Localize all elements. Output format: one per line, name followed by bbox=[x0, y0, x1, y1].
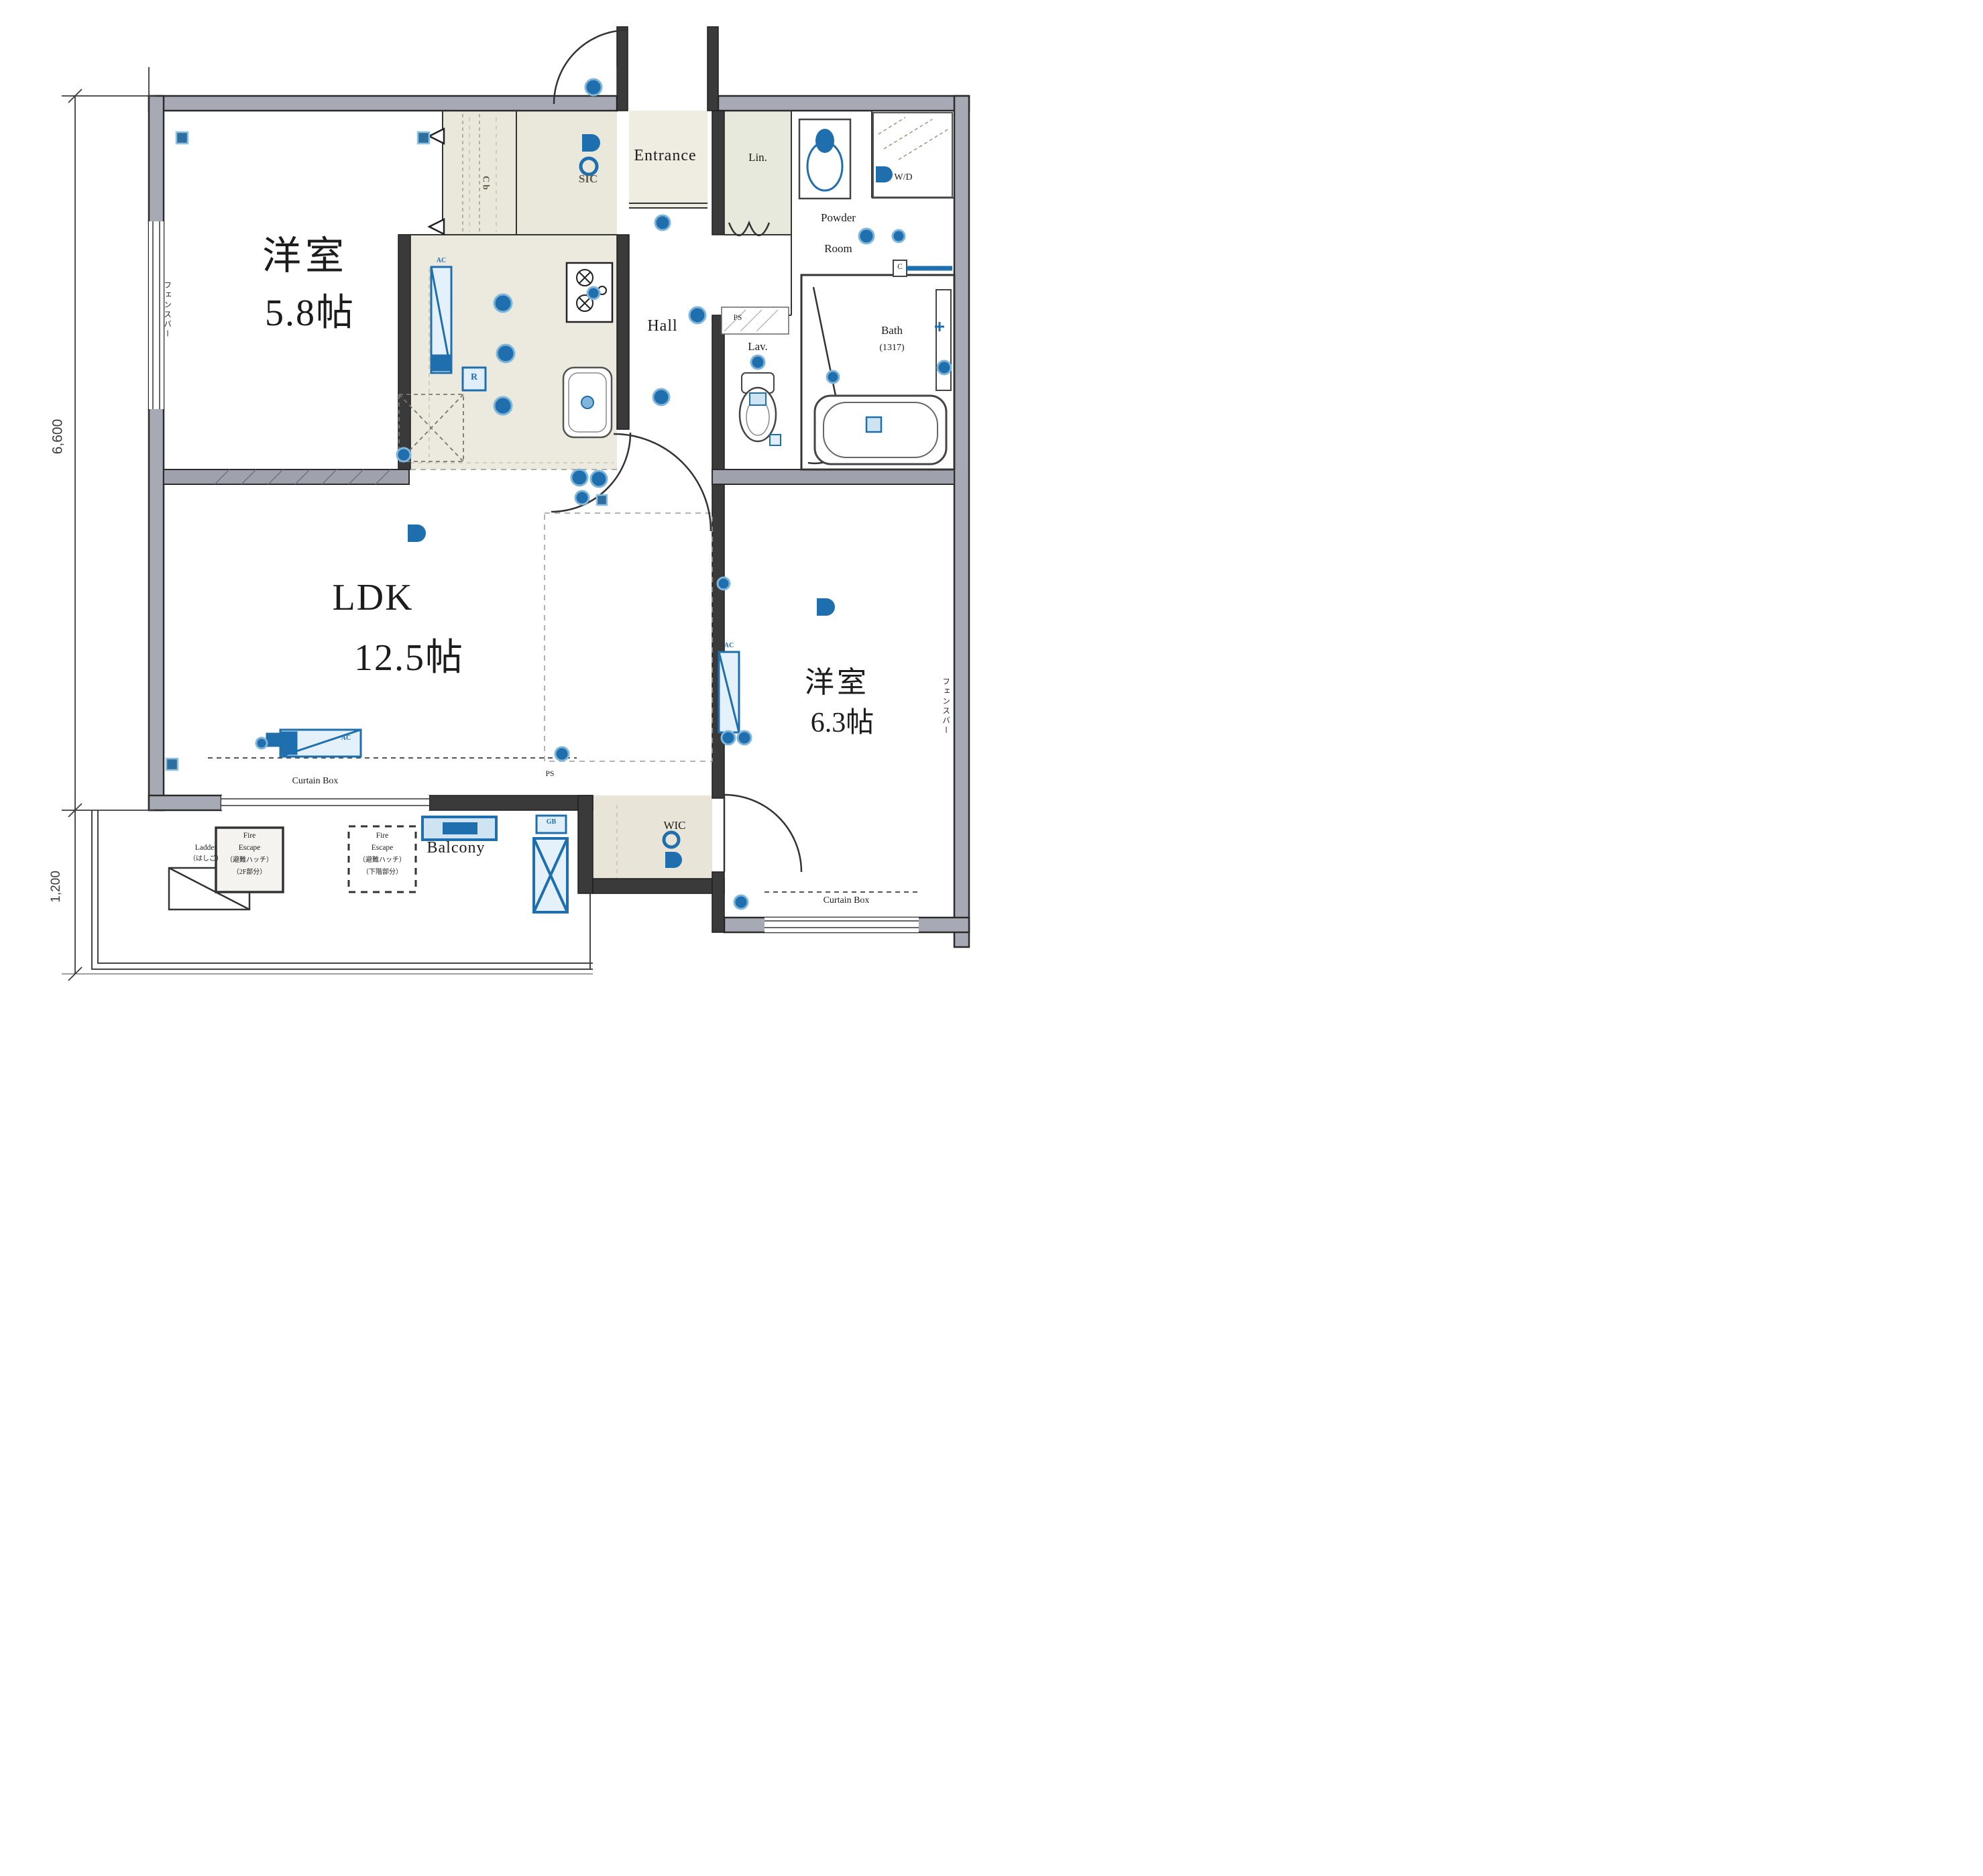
shutter-box-icons bbox=[165, 131, 608, 771]
ring-fixture-icons bbox=[579, 156, 681, 849]
dimension-main-label: 6,600 bbox=[50, 419, 66, 455]
fire-escape-1-label-1: Fire bbox=[243, 832, 256, 840]
windows bbox=[149, 221, 919, 932]
fire-escape-2-label-1: Fire bbox=[376, 832, 389, 840]
towel-hook-label: C bbox=[897, 263, 903, 271]
balcony-label: Balcony bbox=[427, 839, 486, 857]
hall-label: Hall bbox=[647, 317, 678, 335]
bathtub-fixture bbox=[813, 394, 948, 465]
refrigerator-outlet-box bbox=[461, 366, 487, 392]
wic-label: WIC bbox=[663, 819, 686, 832]
floor-plan: 洋室 5.8帖 LDK 12.5帖 洋室 6.3帖 Entrance Lin. … bbox=[0, 0, 1052, 995]
ac-room1-label: AC bbox=[436, 257, 447, 264]
ac-units bbox=[266, 266, 740, 758]
lavatory-label: Lav. bbox=[748, 340, 768, 353]
fire-escape-1-label-2: Escape bbox=[238, 844, 261, 852]
fire-escape-hatch-box bbox=[215, 826, 284, 893]
refrigerator-label: R bbox=[470, 372, 478, 382]
fire-escape-1-label-4: （2F部分） bbox=[232, 869, 267, 876]
gas-meter-box bbox=[535, 814, 567, 834]
pipe-space-lower-label: PS bbox=[545, 770, 555, 778]
curtain-box-left-label: Curtain Box bbox=[292, 776, 339, 786]
room2-size-label: 6.3帖 bbox=[810, 708, 874, 738]
towel-bar bbox=[893, 260, 952, 277]
washer-dryer-area bbox=[872, 112, 953, 198]
curtain-box-lines bbox=[208, 757, 919, 893]
gas-box-label: GB bbox=[546, 818, 557, 826]
pipe-space-upper-label: PS bbox=[733, 314, 742, 322]
powder-room-label-2: Room bbox=[824, 242, 852, 255]
closet-label: Cb bbox=[480, 176, 491, 192]
linen-label: Lin. bbox=[748, 151, 767, 164]
room1-size-label: 5.8帖 bbox=[265, 292, 355, 334]
shoe-closet-label: SIC bbox=[578, 172, 598, 185]
fence-bar-left-label: フェンスバー bbox=[163, 280, 172, 339]
ac-room2-label: AC bbox=[724, 642, 734, 649]
fence-bar-right-label: フェンスバー bbox=[942, 677, 950, 736]
curtain-box-right-label: Curtain Box bbox=[823, 895, 870, 905]
fire-escape-2-label-4: （下階部分） bbox=[362, 869, 402, 876]
powder-room-label-1: Powder bbox=[821, 211, 856, 224]
toilet-fixture bbox=[738, 372, 781, 446]
partition-walls bbox=[163, 469, 955, 485]
bath-label: Bath bbox=[881, 324, 903, 337]
fire-escape-1-label-3: （避難ハッチ） bbox=[226, 857, 273, 864]
water-heater-box bbox=[532, 837, 569, 914]
room1-name-label: 洋室 bbox=[262, 234, 349, 278]
floor-plan-drawing bbox=[62, 26, 970, 981]
thin-partitions bbox=[398, 111, 956, 471]
kitchen-sink-fixture bbox=[562, 366, 613, 439]
ldk-name-label: LDK bbox=[332, 577, 414, 618]
ladder-label-1: Ladder bbox=[194, 844, 217, 852]
closet-door-arrows bbox=[427, 127, 445, 236]
dimension-lines bbox=[62, 67, 618, 981]
balcony-railing bbox=[91, 810, 593, 970]
fire-escape-hatch-below-box bbox=[347, 825, 417, 893]
ac-ldk-label: AC bbox=[341, 734, 351, 742]
d-fixture-icons bbox=[408, 134, 893, 868]
washer-dryer-label: W/D bbox=[894, 172, 913, 182]
dimension-balcony-label: 1,200 bbox=[48, 871, 63, 903]
bath-counter bbox=[935, 289, 952, 391]
fire-escape-2-label-3: （避難ハッチ） bbox=[359, 857, 406, 864]
pipe-space-upper bbox=[721, 307, 789, 335]
entrance-label: Entrance bbox=[634, 147, 697, 164]
bath-size-label: (1317) bbox=[879, 343, 905, 353]
fire-escape-2-label-2: Escape bbox=[371, 844, 394, 852]
washbasin-fixture bbox=[798, 118, 852, 200]
power-outlet-icons bbox=[255, 78, 952, 910]
laundry-pole-bracket bbox=[421, 816, 498, 841]
ldk-size-label: 12.5帖 bbox=[354, 637, 464, 679]
room2-name-label: 洋室 bbox=[805, 666, 869, 699]
ladder-label-2: （はしご） bbox=[189, 855, 223, 863]
